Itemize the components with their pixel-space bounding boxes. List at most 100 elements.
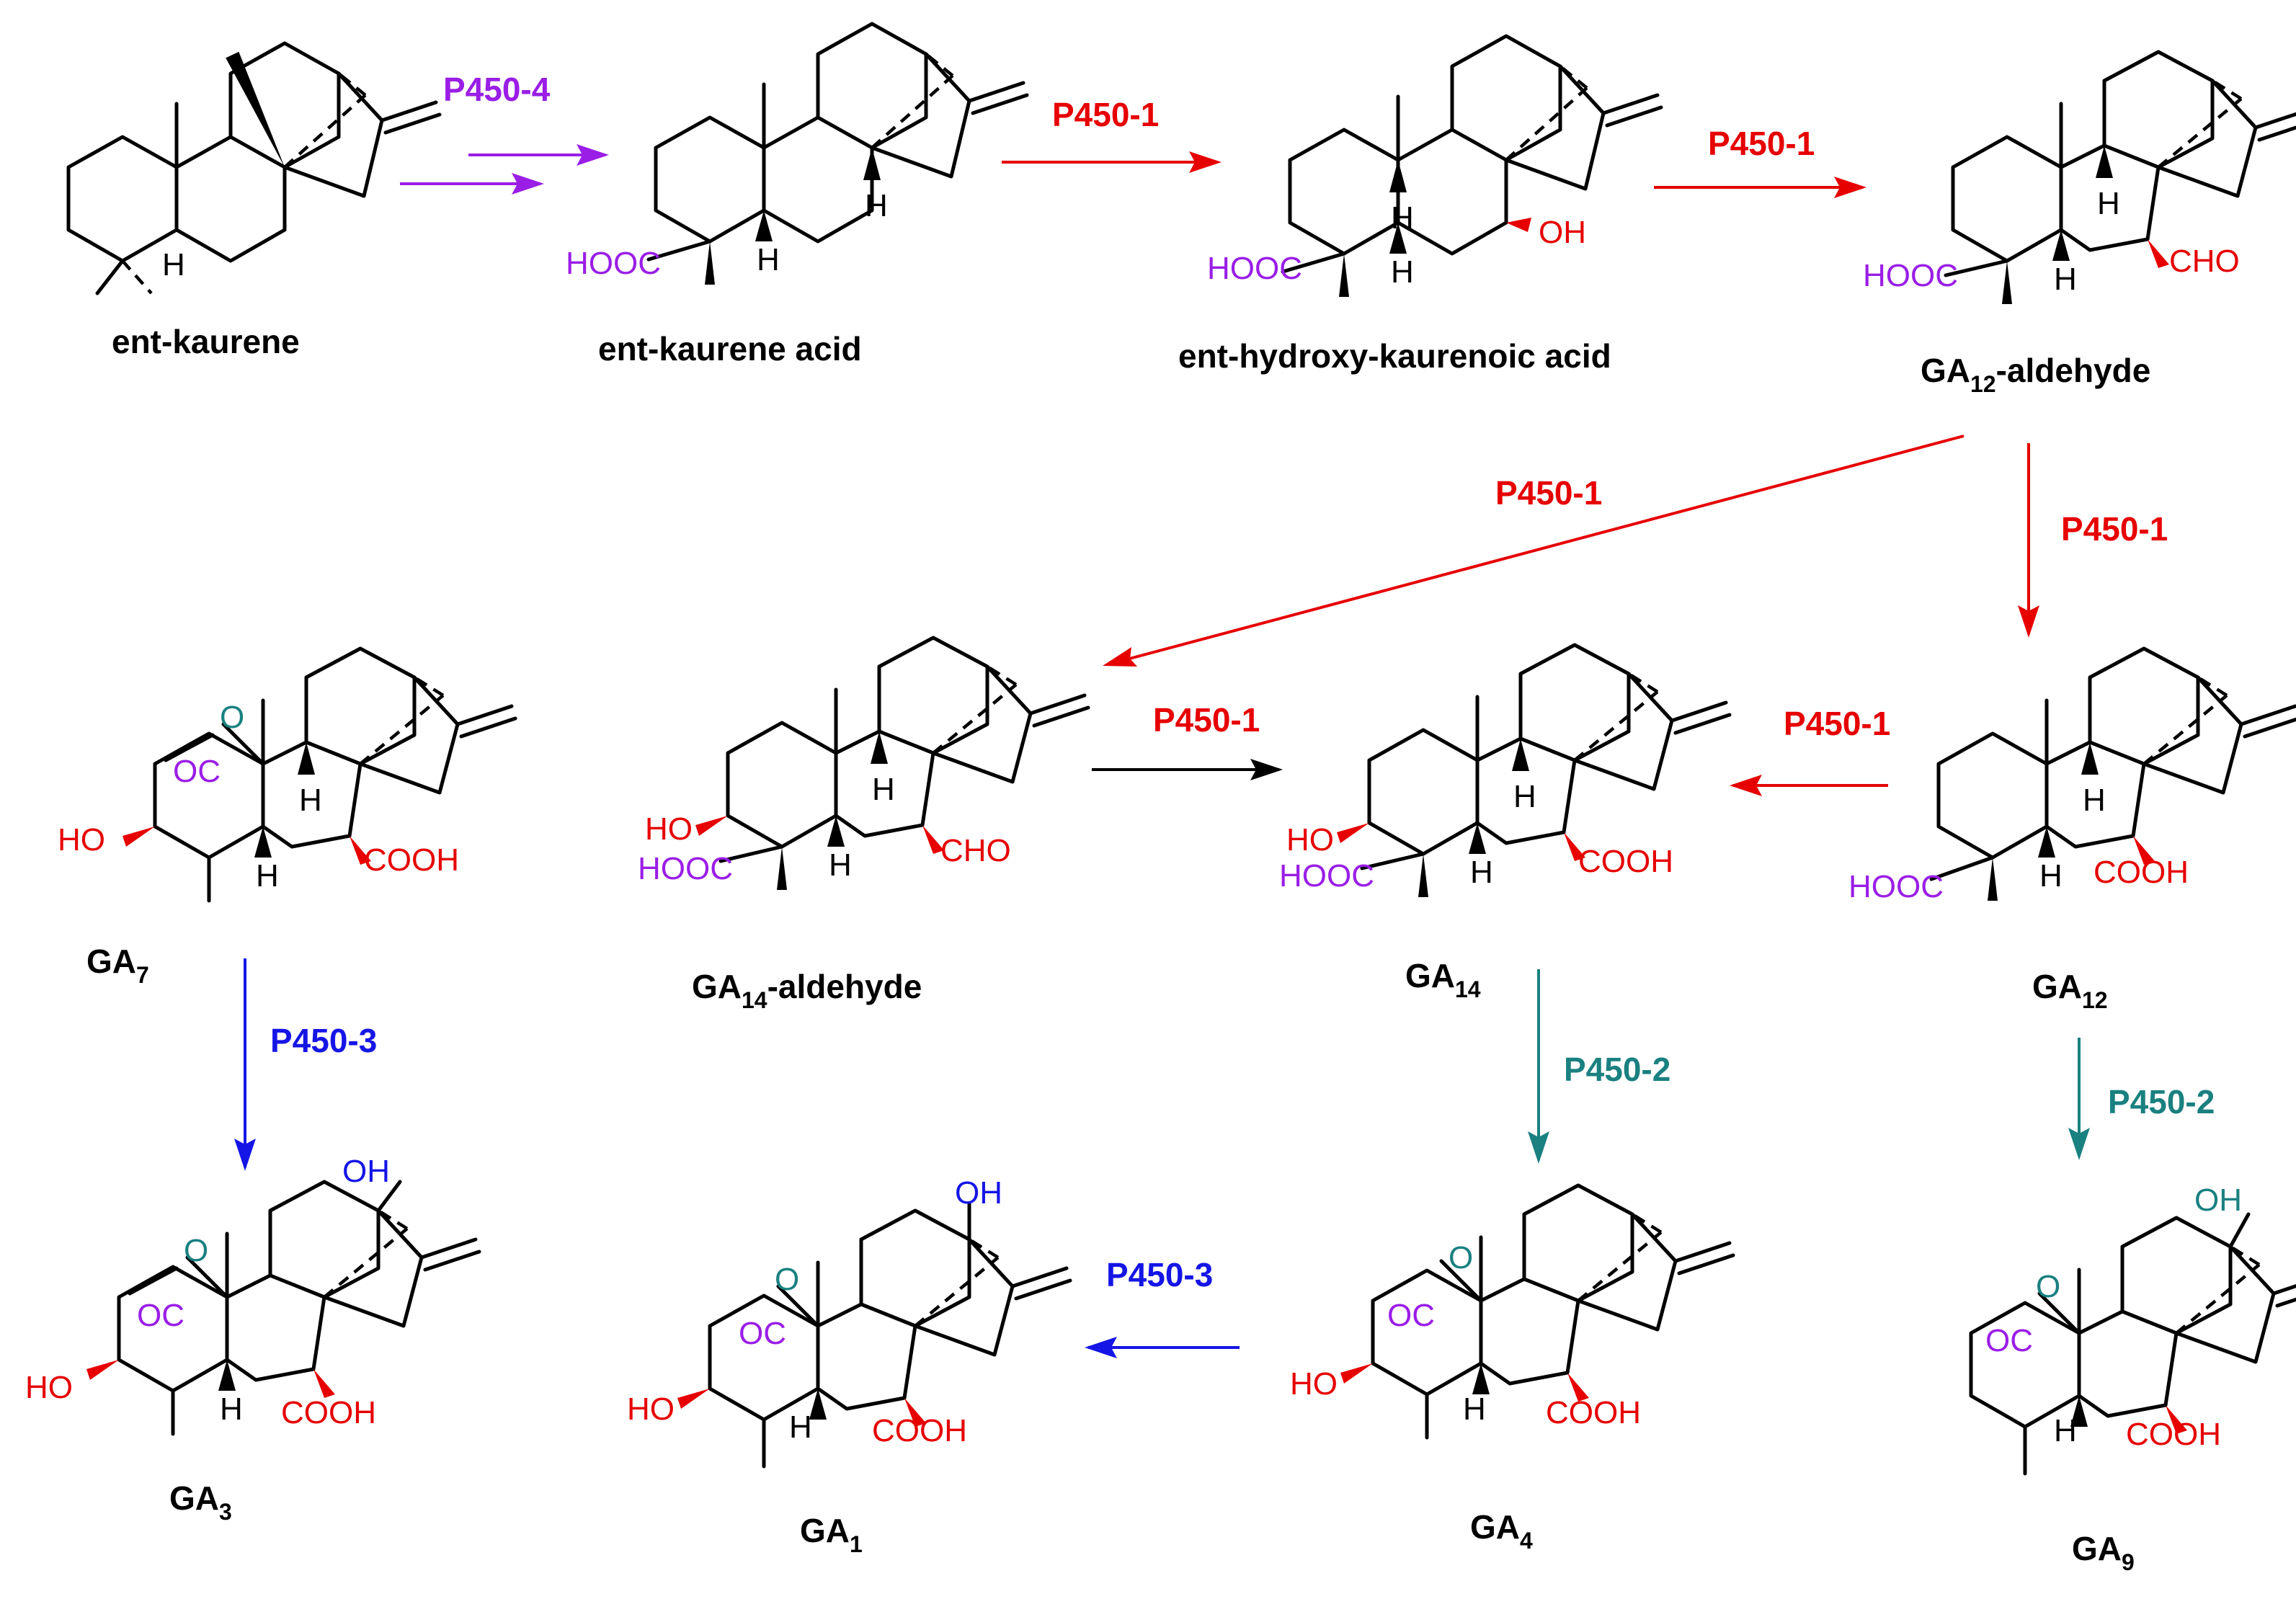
arrow-p450-1-step1 [1002,151,1222,173]
hydroxyl-group: HO [645,811,693,847]
arrow-p450-3-down [234,958,256,1171]
enzyme-label-p450-1: P450-1 [2061,510,2168,548]
arrow-p450-1-horizontal [1092,759,1283,780]
aldehyde-group: CHO [940,833,1011,868]
carboxyl-group: COOH [872,1413,967,1448]
lactone-carbonyl: OC [1387,1298,1435,1333]
atom-h: H [1470,855,1493,890]
molecule-ga4: O OC H COOH HO [1290,1185,1733,1440]
atom-h: H [865,188,888,223]
atom-h: H [2083,783,2106,818]
label-ga9: GA9 [2072,1530,2135,1575]
molecule-ga12: H H COOH HOOC [1848,649,2296,904]
hooc-group: HOOC [638,851,733,886]
atom-h: H [162,247,185,282]
label-ga7: GA7 [86,943,149,988]
hooc-group: HOOC [566,246,661,281]
label-ent-kaurene-acid: ent-kaurene acid [598,330,862,368]
atom-h: H [256,858,279,894]
hooc-group: HOOC [1279,858,1374,894]
hydroxyl-group: OH [1539,215,1586,250]
atom-h: H [1463,1391,1486,1427]
label-ga14-aldehyde: GA14-aldehyde [692,968,922,1013]
atom-h: H [1391,254,1414,290]
hydroxyl-group: OH [2194,1182,2242,1218]
atom-h: H [1513,779,1536,814]
enzyme-label-p450-1: P450-1 [1495,474,1602,512]
molecule-ga12-aldehyde: H H CHO HOOC [1863,52,2296,304]
label-ent-kaurene: ent-kaurene [112,323,300,360]
label-ga3: GA3 [169,1479,232,1525]
enzyme-label-p450-3: P450-3 [1106,1256,1213,1293]
hooc-group: HOOC [1207,251,1302,286]
lactone-carbonyl: OC [1985,1323,2033,1358]
carboxyl-group: COOH [2093,855,2189,890]
molecule-ga3: O OC H COOH HO OH [25,1154,479,1436]
label-ga1: GA1 [800,1512,863,1557]
lactone-oxygen: O [184,1233,208,1268]
lactone-carbonyl: OC [137,1298,184,1333]
atom-h: H [872,772,895,807]
atom-h: H [2054,262,2077,297]
molecule-ga7: O OC H H COOH HO [58,649,515,903]
enzyme-label-p450-4: P450-4 [443,71,551,108]
hydroxyl-group: HO [58,822,105,858]
molecule-ent-kaurene: H [68,43,440,295]
lactone-carbonyl: OC [739,1316,786,1351]
molecule-ent-hydroxy-kaurenoic-acid: H H OH HOOC [1207,36,1661,297]
carboxyl-group: COOH [1546,1395,1641,1430]
hydroxyl-group: HO [25,1370,73,1405]
molecule-ent-kaurene-acid: H H HOOC [566,24,1027,285]
atom-h: H [299,783,322,818]
hydroxyl-group: HO [1290,1366,1338,1402]
carboxyl-group: COOH [1578,844,1673,879]
arrow-p450-1-leftward [1730,775,1888,796]
molecule-ga14-aldehyde: H H CHO HO HOOC [638,638,1088,890]
hooc-group: HOOC [1848,869,1944,904]
hydroxyl-group: HO [1286,822,1334,858]
arrow-p450-2-ga14 [1528,969,1549,1164]
enzyme-label-p450-2: P450-2 [2108,1083,2215,1121]
label-ga14: GA14 [1405,957,1481,1002]
arrow-p450-1-diagonal [1103,435,1964,667]
arrow-p450-1-step2 [1654,177,1866,198]
atom-h: H [829,847,852,883]
molecule-ga9: O OC H COOH OH [1971,1182,2296,1476]
lactone-carbonyl: OC [173,754,221,789]
label-ga4: GA4 [1470,1508,1533,1554]
atom-h: H [1391,200,1414,236]
arrow-p450-1-down [2018,443,2039,638]
enzyme-label-p450-2: P450-2 [1564,1051,1670,1088]
molecule-ga14: H H COOH HO HOOC [1279,645,1730,897]
label-ent-hydroxy-kaurenoic-acid: ent-hydroxy-kaurenoic acid [1178,337,1611,375]
label-ga12: GA12 [2032,968,2108,1013]
carboxyl-group: COOH [364,842,459,878]
lactone-oxygen: O [775,1262,799,1297]
lactone-oxygen: O [220,700,244,735]
atom-h: H [757,242,780,277]
aldehyde-group: CHO [2169,244,2240,279]
label-ga12-aldehyde: GA12-aldehyde [1921,352,2150,397]
hooc-group: HOOC [1863,258,1958,293]
atom-h: H [2054,1413,2077,1448]
atom-h: H [789,1409,812,1445]
atom-h: H [220,1391,243,1427]
arrow-p450-2-ga12 [2068,1038,2090,1160]
enzyme-label-p450-1: P450-1 [1784,705,1890,742]
arrow-p450-3-leftward [1085,1337,1240,1358]
carboxyl-group: COOH [281,1395,376,1430]
enzyme-label-p450-3: P450-3 [270,1022,377,1059]
lactone-oxygen: O [2036,1269,2060,1304]
molecule-ga1: O OC H COOH HO OH [627,1175,1070,1469]
hydroxyl-group: HO [627,1391,675,1427]
arrow-p450-4 [400,144,609,195]
atom-h: H [2097,186,2120,221]
enzyme-label-p450-1: P450-1 [1153,701,1260,739]
carboxyl-group: COOH [2126,1417,2221,1452]
enzyme-label-p450-1: P450-1 [1052,96,1159,133]
lactone-oxygen: O [1449,1240,1473,1275]
atom-h: H [2039,858,2063,894]
hydroxyl-group: OH [342,1154,390,1189]
hydroxyl-group: OH [955,1175,1002,1211]
